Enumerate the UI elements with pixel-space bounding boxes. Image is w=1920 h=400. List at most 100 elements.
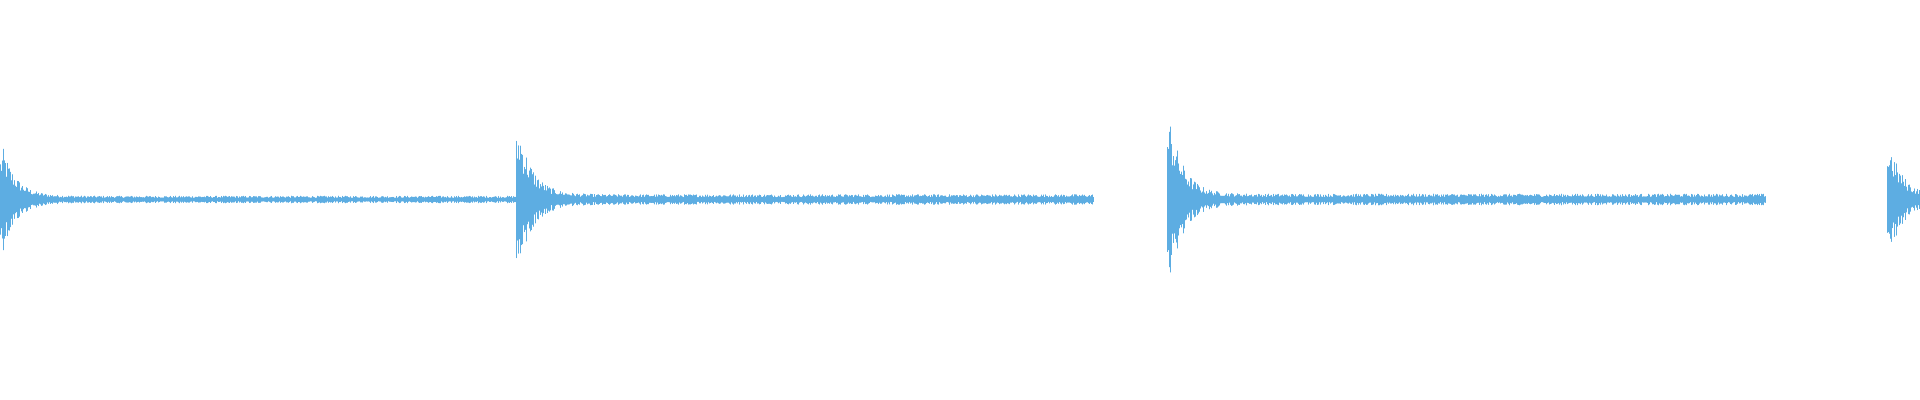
waveform-sample bbox=[1347, 195, 1348, 204]
waveform-sample bbox=[63, 197, 64, 202]
waveform-sample bbox=[222, 197, 223, 202]
waveform-sample bbox=[1599, 195, 1600, 204]
waveform-sample bbox=[92, 197, 93, 202]
waveform-sample bbox=[733, 194, 734, 205]
waveform-sample bbox=[551, 193, 552, 206]
waveform-sample bbox=[1617, 194, 1618, 205]
waveform-sample bbox=[778, 195, 779, 204]
waveform-sample bbox=[321, 196, 322, 203]
waveform-sample bbox=[411, 196, 412, 203]
waveform-sample bbox=[54, 196, 55, 203]
waveform-sample bbox=[1558, 195, 1559, 204]
waveform-sample bbox=[1471, 194, 1472, 205]
waveform-sample bbox=[38, 192, 39, 207]
waveform-sample bbox=[197, 197, 198, 202]
waveform-sample bbox=[661, 194, 662, 205]
waveform-sample bbox=[763, 196, 764, 203]
waveform-sample bbox=[108, 197, 109, 202]
waveform-sample bbox=[444, 197, 445, 202]
waveform-sample bbox=[1323, 194, 1324, 205]
waveform-sample bbox=[461, 196, 462, 203]
waveform-sample bbox=[1505, 194, 1506, 205]
waveform-sample bbox=[1331, 196, 1332, 203]
waveform-sample bbox=[1245, 195, 1246, 204]
waveform-sample bbox=[133, 197, 134, 202]
waveform-sample bbox=[83, 196, 84, 203]
waveform-sample bbox=[1914, 188, 1915, 211]
waveform-sample bbox=[662, 195, 663, 204]
waveform-sample bbox=[1485, 194, 1486, 205]
waveform-sample bbox=[459, 197, 460, 202]
waveform-sample bbox=[1716, 193, 1717, 206]
waveform-sample bbox=[620, 195, 621, 204]
waveform-sample bbox=[495, 196, 496, 203]
waveform-sample bbox=[451, 196, 452, 203]
waveform-sample bbox=[643, 194, 644, 205]
waveform-sample bbox=[1013, 196, 1014, 203]
waveform-sample bbox=[916, 195, 917, 204]
waveform-sample bbox=[857, 195, 858, 204]
waveform-sample bbox=[1071, 195, 1072, 204]
waveform-sample bbox=[781, 197, 782, 202]
waveform-sample bbox=[817, 196, 818, 203]
waveform-sample bbox=[1633, 195, 1634, 204]
waveform-sample bbox=[942, 195, 943, 204]
waveform-sample bbox=[679, 196, 680, 203]
waveform-sample bbox=[646, 194, 647, 205]
waveform-sample bbox=[1179, 170, 1180, 229]
waveform-sample bbox=[642, 195, 643, 204]
waveform-sample bbox=[340, 196, 341, 203]
waveform-sample bbox=[1028, 194, 1029, 205]
waveform-sample bbox=[1345, 196, 1346, 203]
waveform-sample bbox=[847, 195, 848, 204]
waveform-sample bbox=[1902, 175, 1903, 224]
waveform-sample bbox=[1393, 194, 1394, 205]
waveform-sample bbox=[663, 194, 664, 205]
waveform-sample bbox=[845, 194, 846, 205]
waveform-sample bbox=[141, 197, 142, 202]
waveform-sample bbox=[1755, 194, 1756, 205]
waveform-sample bbox=[1348, 195, 1349, 204]
waveform-sample bbox=[1717, 194, 1718, 205]
waveform-sample bbox=[2, 160, 3, 239]
waveform-sample bbox=[1613, 194, 1614, 205]
waveform-sample bbox=[492, 197, 493, 202]
waveform-sample bbox=[1560, 195, 1561, 204]
waveform-sample bbox=[1458, 196, 1459, 203]
waveform-sample bbox=[798, 194, 799, 205]
waveform-sample bbox=[1651, 196, 1652, 203]
waveform-sample bbox=[1515, 194, 1516, 205]
waveform-sample bbox=[1082, 194, 1083, 205]
waveform-sample bbox=[930, 196, 931, 203]
waveform-sample bbox=[1293, 194, 1294, 205]
waveform-sample bbox=[277, 196, 278, 203]
waveform-sample bbox=[576, 194, 577, 205]
waveform-sample bbox=[1519, 193, 1520, 206]
waveform-sample bbox=[1055, 194, 1056, 205]
waveform-sample bbox=[933, 194, 934, 205]
waveform-sample bbox=[1906, 186, 1907, 213]
waveform-sample bbox=[205, 197, 206, 202]
waveform-sample bbox=[1372, 194, 1373, 205]
waveform-sample bbox=[1503, 194, 1504, 205]
waveform-sample bbox=[1655, 194, 1656, 205]
waveform-sample bbox=[412, 196, 413, 203]
waveform-sample bbox=[1062, 196, 1063, 203]
waveform-sample bbox=[625, 194, 626, 205]
waveform-sample bbox=[580, 196, 581, 203]
waveform-sample bbox=[384, 197, 385, 202]
waveform-sample bbox=[1899, 173, 1900, 226]
waveform-sample bbox=[1368, 195, 1369, 204]
waveform-sample bbox=[339, 197, 340, 202]
waveform-sample bbox=[271, 195, 272, 204]
waveform-sample bbox=[418, 196, 419, 203]
waveform-sample bbox=[103, 195, 104, 204]
waveform-sample bbox=[1411, 194, 1412, 205]
waveform-sample bbox=[623, 195, 624, 204]
waveform-sample bbox=[1391, 195, 1392, 204]
waveform-sample bbox=[1367, 194, 1368, 205]
waveform-sample bbox=[53, 196, 54, 203]
waveform-sample bbox=[978, 195, 979, 204]
waveform-sample bbox=[843, 196, 844, 203]
waveform-sample bbox=[951, 195, 952, 204]
